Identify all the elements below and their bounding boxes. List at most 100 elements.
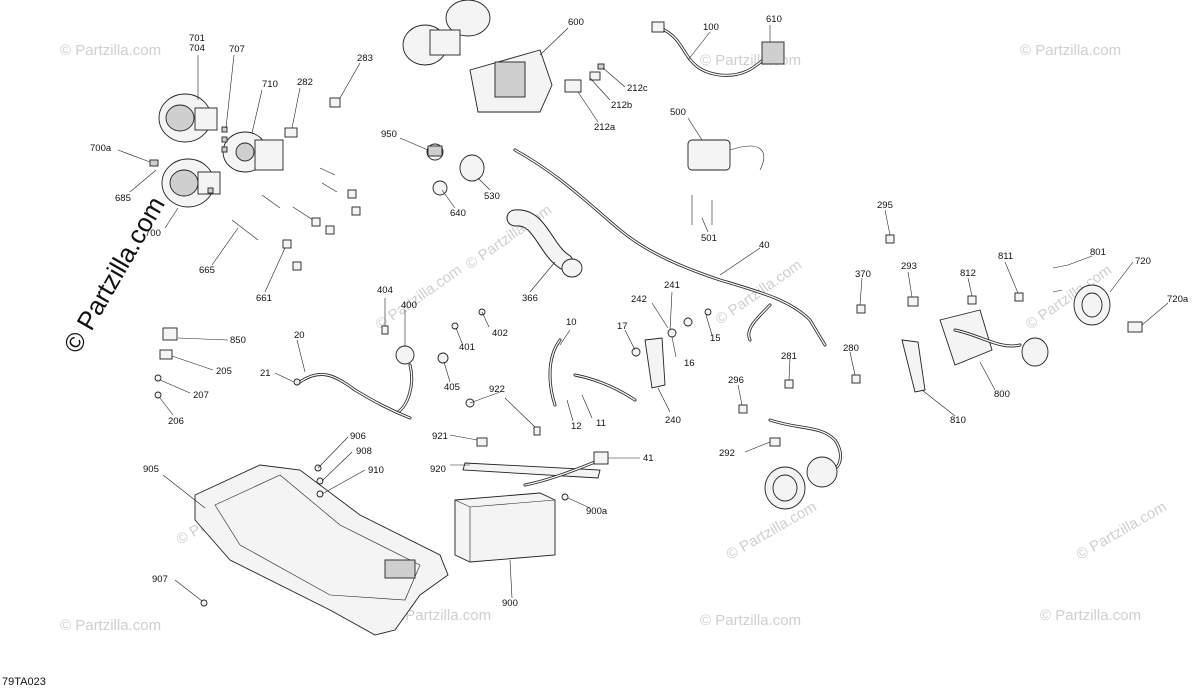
cables-10 (548, 338, 637, 407)
bracket-810 (901, 339, 926, 393)
callout-292: 292 (719, 448, 735, 459)
callout-812: 812 (960, 268, 976, 279)
callout-720a: 720a (1167, 294, 1189, 305)
callout-402: 402 (492, 328, 508, 339)
left-small-parts (154, 327, 178, 399)
callout-295: 295 (877, 200, 893, 211)
callout-810: 810 (950, 415, 966, 426)
callout-700a: 700a (90, 143, 112, 154)
watermark: © Partzilla.com (724, 498, 820, 563)
callout-366: 366 (522, 293, 538, 304)
callout-206: 206 (168, 416, 184, 427)
callout-401: 401 (459, 342, 475, 353)
watermark: © Partzilla.com (1040, 607, 1141, 624)
watermark: © Partzilla.com (700, 612, 801, 629)
callout-17: 17 (617, 321, 628, 332)
callout-801: 801 (1090, 247, 1106, 258)
watermark: © Partzilla.com (1020, 42, 1121, 59)
battery-tray-920 (462, 426, 601, 479)
callout-370: 370 (855, 269, 871, 280)
callout-405: 405 (444, 382, 460, 393)
callout-850: 850 (230, 335, 246, 346)
callout-212b: 212b (611, 100, 632, 111)
bracket-240 (631, 308, 712, 389)
module-500 (687, 139, 765, 225)
callout-205: 205 (216, 366, 232, 377)
callout-665: 665 (199, 265, 215, 276)
callout-21: 21 (260, 368, 271, 379)
callout-283: 283 (357, 53, 373, 64)
callout-640: 640 (450, 208, 466, 219)
callout-100: 100 (703, 22, 719, 33)
callout-41: 41 (643, 453, 654, 464)
right-hardware (738, 234, 1069, 447)
harness-40 (513, 148, 827, 347)
sensor-400 (381, 308, 486, 414)
bulb-720a (1127, 321, 1143, 333)
callout-900a: 900a (586, 506, 608, 517)
callout-920: 920 (430, 464, 446, 475)
callout-281: 281 (781, 351, 797, 362)
watermark: © Partzilla.com (60, 42, 161, 59)
callout-707: 707 (229, 44, 245, 55)
callout-10: 10 (566, 317, 577, 328)
callout-404: 404 (377, 285, 393, 296)
sensor-640 (432, 180, 448, 196)
callout-906: 906 (350, 431, 366, 442)
callout-500: 500 (670, 107, 686, 118)
callout-811: 811 (998, 251, 1013, 262)
controller-800 (939, 309, 1049, 367)
callout-240: 240 (665, 415, 681, 426)
sensor-530 (459, 154, 485, 182)
small-hardware (149, 97, 361, 271)
callout-241: 241 (664, 280, 680, 291)
harness-100 (651, 21, 785, 77)
diagram-reference-code: 79TA023 (2, 676, 46, 688)
callout-280: 280 (843, 343, 859, 354)
callout-labels: 701 704 707 710 282 283 700a 685 700 665… (90, 14, 1189, 609)
callout-910: 910 (368, 465, 384, 476)
cable-20 (293, 373, 412, 420)
callout-600: 600 (568, 17, 584, 28)
callout-15: 15 (710, 333, 721, 344)
callout-905: 905 (143, 464, 159, 475)
throttle-body-701 (158, 93, 218, 143)
callout-400: 400 (401, 300, 417, 311)
connectors-212 (564, 63, 605, 93)
callout-20: 20 (294, 330, 305, 341)
callout-12: 12 (571, 421, 582, 432)
callout-282: 282 (297, 77, 313, 88)
hose-366 (506, 209, 583, 278)
callout-710: 710 (262, 79, 278, 90)
callout-40: 40 (759, 240, 770, 251)
intake-assembly (402, 0, 553, 113)
main-watermark: © Partzilla.com (57, 191, 171, 358)
light-720 (1073, 284, 1111, 326)
callout-530: 530 (484, 191, 500, 202)
battery-900 (454, 492, 569, 563)
callout-293: 293 (901, 261, 917, 272)
callout-212c: 212c (627, 83, 648, 94)
watermark: © Partzilla.com (1074, 498, 1170, 563)
callout-800: 800 (994, 389, 1010, 400)
callout-610: 610 (766, 14, 782, 25)
callout-212a: 212a (594, 122, 616, 133)
callout-900: 900 (502, 598, 518, 609)
watermark: © Partzilla.com (700, 52, 801, 69)
callout-921: 921 (432, 431, 448, 442)
callout-907: 907 (152, 574, 168, 585)
callout-661: 661 (256, 293, 272, 304)
callout-11: 11 (596, 418, 606, 429)
watermark: © Partzilla.com (390, 607, 491, 624)
watermark: © Partzilla.com (60, 617, 161, 634)
sensor-950 (426, 143, 444, 161)
callout-701: 701 (189, 33, 205, 44)
callout-950: 950 (381, 129, 397, 140)
callout-908: 908 (356, 446, 372, 457)
callout-922: 922 (489, 384, 505, 395)
callout-700: 700 (145, 228, 161, 239)
callout-704: 704 (189, 43, 205, 54)
callout-207: 207 (193, 390, 209, 401)
